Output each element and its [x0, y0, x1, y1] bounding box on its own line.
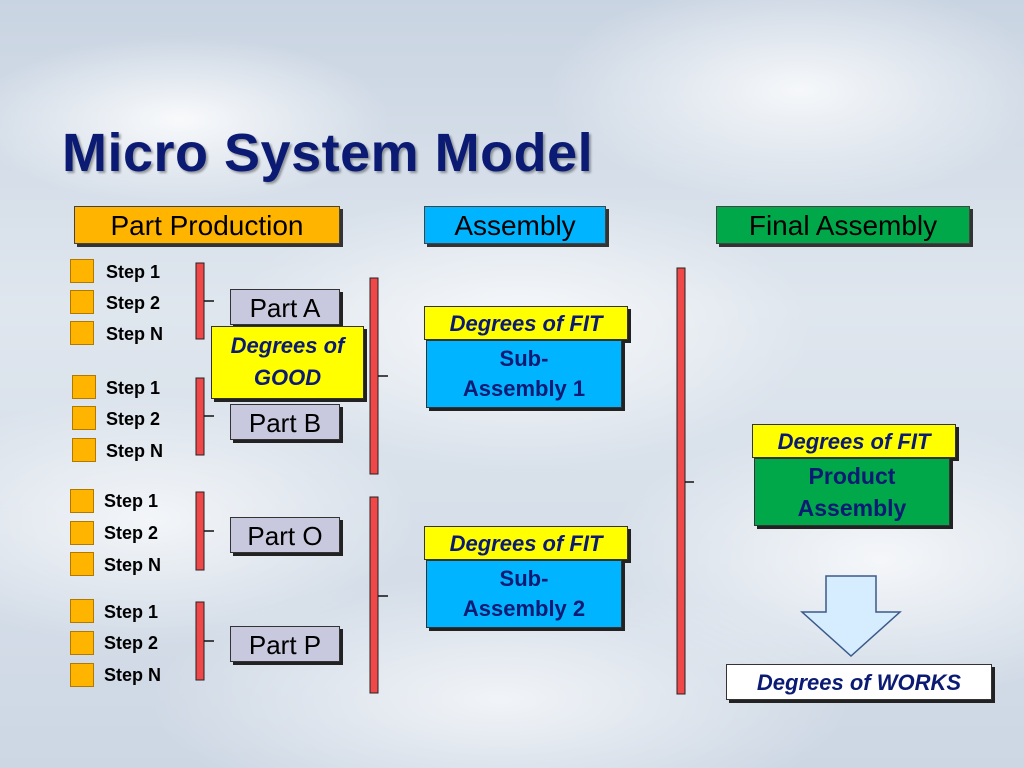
degrees-of-good-line2: GOOD [253, 365, 322, 390]
step-label: Step 2 [106, 409, 161, 429]
step-label: Step N [104, 555, 162, 575]
step-marker [72, 406, 96, 430]
product-assembly-line1: Product [808, 463, 896, 489]
step-label: Step 2 [104, 523, 159, 543]
bracket-assembly-2 [369, 496, 379, 694]
header-part-production: Part Production [74, 206, 340, 244]
step-marker [72, 375, 96, 399]
sub-assembly-1-line2: Assembly 1 [462, 376, 586, 401]
product-assembly-box: Product Assembly [754, 458, 950, 526]
part-o-box: Part O [230, 517, 340, 553]
product-assembly-line2: Assembly [797, 495, 907, 521]
step-label: Step N [106, 324, 164, 344]
degrees-of-fit-product: Degrees of FIT [752, 424, 956, 458]
step-label: Step N [104, 665, 162, 685]
sub-assembly-1-line1: Sub- [499, 346, 549, 371]
part-a-box: Part A [230, 289, 340, 325]
step-marker [70, 489, 94, 513]
step-marker [70, 663, 94, 687]
step-marker [70, 552, 94, 576]
step-label: Step 1 [106, 262, 161, 282]
degrees-of-fit-2: Degrees of FIT [424, 526, 628, 560]
step-marker [70, 521, 94, 545]
step-marker [70, 290, 94, 314]
step-marker [70, 599, 94, 623]
step-marker [70, 321, 94, 345]
header-final-assembly: Final Assembly [716, 206, 970, 244]
step-label: Step N [106, 441, 164, 461]
part-p-box: Part P [230, 626, 340, 662]
part-b-box: Part B [230, 404, 340, 440]
step-label: Step 2 [104, 633, 159, 653]
step-label: Step 2 [106, 293, 161, 313]
degrees-of-good-line1: Degrees of [230, 333, 345, 358]
step-label: Step 1 [104, 602, 159, 622]
step-marker [72, 438, 96, 462]
sub-assembly-2-line2: Assembly 2 [462, 596, 586, 621]
page-title: Micro System Model [62, 123, 594, 183]
degrees-of-fit-1: Degrees of FIT [424, 306, 628, 340]
sub-assembly-2-box: Sub- Assembly 2 [426, 560, 622, 628]
degrees-of-good-box: Degrees of GOOD [211, 326, 364, 399]
step-marker [70, 631, 94, 655]
step-marker [70, 259, 94, 283]
bracket-final [676, 267, 686, 695]
sub-assembly-2-line1: Sub- [499, 566, 549, 591]
step-label: Step 1 [106, 378, 161, 398]
degrees-of-works-box: Degrees of WORKS [726, 664, 992, 700]
step-label: Step 1 [104, 491, 159, 511]
sub-assembly-1-box: Sub- Assembly 1 [426, 340, 622, 408]
header-assembly: Assembly [424, 206, 606, 244]
